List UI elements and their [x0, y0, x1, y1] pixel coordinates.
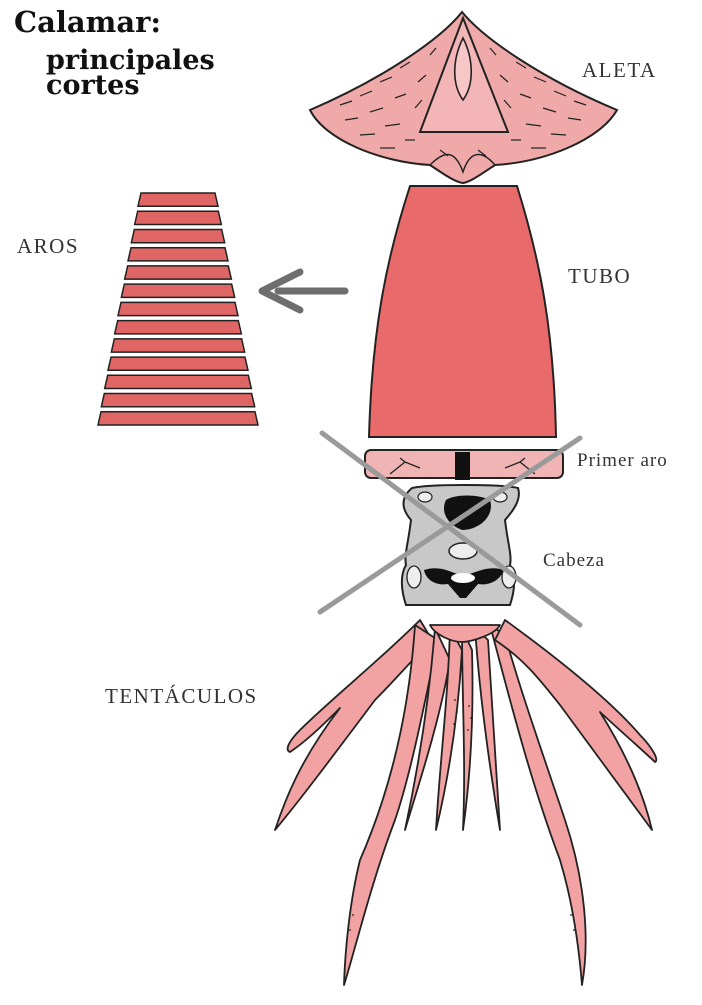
rings-stack: [98, 193, 258, 425]
ring-slice: [125, 266, 232, 279]
ring-slice: [138, 193, 218, 206]
first-ring-part: [365, 450, 563, 480]
ring-slice: [105, 375, 252, 388]
ring-slice: [131, 229, 224, 242]
ring-slice: [101, 394, 254, 407]
ring-slice: [98, 412, 258, 425]
tube-part: [369, 186, 556, 437]
label-cabeza: Cabeza: [543, 550, 605, 572]
label-tubo: TUBO: [568, 264, 631, 289]
label-aros: AROS: [17, 234, 79, 259]
ring-slice: [118, 302, 238, 315]
tentacles-part: [275, 620, 656, 985]
arrow-icon: [262, 272, 345, 310]
label-aleta: ALETA: [582, 58, 657, 83]
label-primer-aro: Primer aro: [577, 450, 668, 472]
ring-slice: [108, 357, 248, 370]
ring-slice: [111, 339, 244, 352]
ring-slice: [135, 211, 222, 224]
fin-part: [310, 12, 617, 183]
label-tentaculos: TENTÁCULOS: [105, 684, 258, 709]
ring-slice: [121, 284, 234, 297]
ring-slice: [128, 248, 228, 261]
ring-slice: [115, 321, 242, 334]
